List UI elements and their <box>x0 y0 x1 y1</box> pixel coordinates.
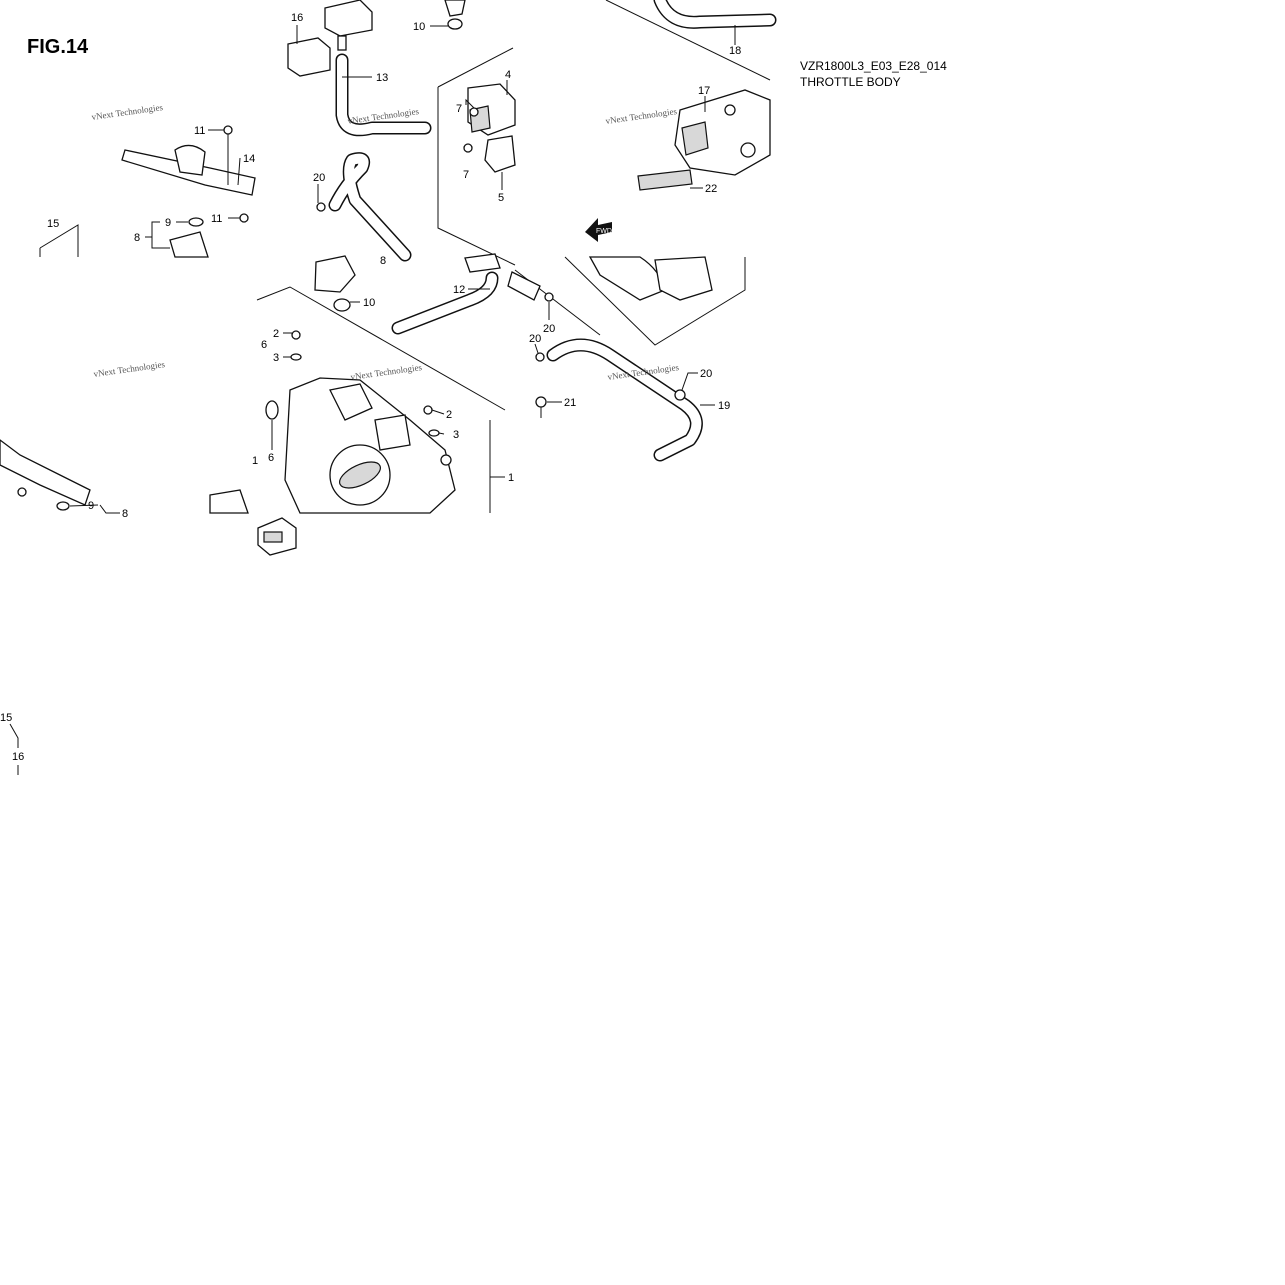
frame-line <box>437 87 516 266</box>
part-22-pad <box>637 169 693 191</box>
connector-right <box>507 271 541 301</box>
oring-6 <box>265 400 279 420</box>
watermark: vNext Technologies <box>605 106 678 126</box>
fwd-arrow: FWD <box>585 218 612 242</box>
callout-8: 8 <box>380 255 386 267</box>
callout-20: 20 <box>313 172 325 184</box>
part-1-throttle-body <box>284 377 456 514</box>
callout-17: 17 <box>698 85 710 97</box>
assembly-frames <box>39 0 771 513</box>
callout-12: 12 <box>453 284 465 296</box>
callout-20: 20 <box>700 368 712 380</box>
part-5-sensor <box>484 135 516 173</box>
watermark: vNext Technologies <box>350 362 423 382</box>
callout-20: 20 <box>529 333 541 345</box>
clamp-20a <box>316 202 326 212</box>
part-1-block <box>209 489 249 514</box>
fuel-pipe-elbow <box>174 144 206 176</box>
callout-labels: 16 10 18 13 4 7 17 11 14 7 5 20 22 9 11 … <box>0 12 741 763</box>
callout-18: 18 <box>729 45 741 57</box>
callout-8: 8 <box>134 232 140 244</box>
callout-16: 16 <box>291 12 303 24</box>
callout-3: 3 <box>273 352 279 364</box>
callout-13: 13 <box>376 72 388 84</box>
callout-7: 7 <box>463 169 469 181</box>
clamp-20d <box>674 389 686 401</box>
frame-line <box>564 256 746 346</box>
part-9-oring-lower <box>56 501 70 511</box>
watermark: vNext Technologies <box>93 359 166 379</box>
callout-1: 1 <box>508 472 514 484</box>
screw-11a <box>223 125 233 135</box>
frame-line <box>39 224 79 257</box>
screw-2b <box>423 405 433 415</box>
part-10-top <box>444 0 466 17</box>
sensor-nozzle <box>337 35 347 51</box>
fwd-label: FWD <box>596 228 612 235</box>
figure-label: FIG.14 <box>27 36 89 58</box>
part-10-seal <box>333 298 351 312</box>
callout-11: 11 <box>194 125 205 137</box>
part-sensor-top <box>324 0 373 37</box>
part-10-oring <box>447 18 463 30</box>
callout-15: 15 <box>47 218 59 230</box>
callout-2: 2 <box>446 409 452 421</box>
callout-19: 19 <box>718 400 730 412</box>
connector-upper <box>464 253 501 273</box>
callout-9: 9 <box>165 217 171 229</box>
part-8-injector <box>169 231 209 258</box>
frame-line <box>437 47 514 88</box>
figure-title: THROTTLE BODY <box>800 75 901 89</box>
oring-3a <box>290 353 302 361</box>
screw-11b <box>239 213 249 223</box>
screw-2a <box>291 330 301 340</box>
clamp-20b <box>544 292 554 302</box>
callout-16: 16 <box>12 751 24 763</box>
callout-2: 2 <box>273 328 279 340</box>
clamp-20c <box>535 352 545 362</box>
callout-21: 21 <box>564 397 576 409</box>
callout-10: 10 <box>363 297 375 309</box>
callout-3: 3 <box>453 429 459 441</box>
leader-lines <box>9 25 736 775</box>
callout-6: 6 <box>261 339 267 351</box>
figure-code: VZR1800L3_E03_E28_014 <box>800 59 947 73</box>
callout-15: 15 <box>0 712 12 724</box>
callout-10: 10 <box>413 21 425 33</box>
screw-7a <box>469 107 479 117</box>
screw-7b <box>463 143 473 153</box>
screw-21 <box>535 396 547 408</box>
callout-6: 6 <box>268 452 274 464</box>
callout-1: 1 <box>252 455 258 467</box>
components: FWD <box>0 0 771 556</box>
callout-7: 7 <box>456 103 462 115</box>
callout-9: 9 <box>88 500 94 512</box>
part-8-injector-lower <box>314 255 356 293</box>
callout-4: 4 <box>505 69 511 81</box>
frame-line <box>256 286 506 411</box>
callout-22: 22 <box>705 183 717 195</box>
throttle-valve <box>339 461 381 489</box>
callout-8: 8 <box>122 508 128 520</box>
part-9-oring <box>188 217 204 227</box>
callout-5: 5 <box>498 192 504 204</box>
frame-line <box>605 0 771 81</box>
callout-14: 14 <box>243 153 255 165</box>
fuel-pipe-lower <box>0 439 91 506</box>
part-16-connector-block <box>287 37 331 77</box>
callout-11: 11 <box>211 213 222 225</box>
throttle-upper-right <box>588 256 666 301</box>
watermark: vNext Technologies <box>91 102 164 122</box>
callout-20: 20 <box>543 323 555 335</box>
oring-3b <box>428 429 440 437</box>
hoses <box>328 0 777 462</box>
